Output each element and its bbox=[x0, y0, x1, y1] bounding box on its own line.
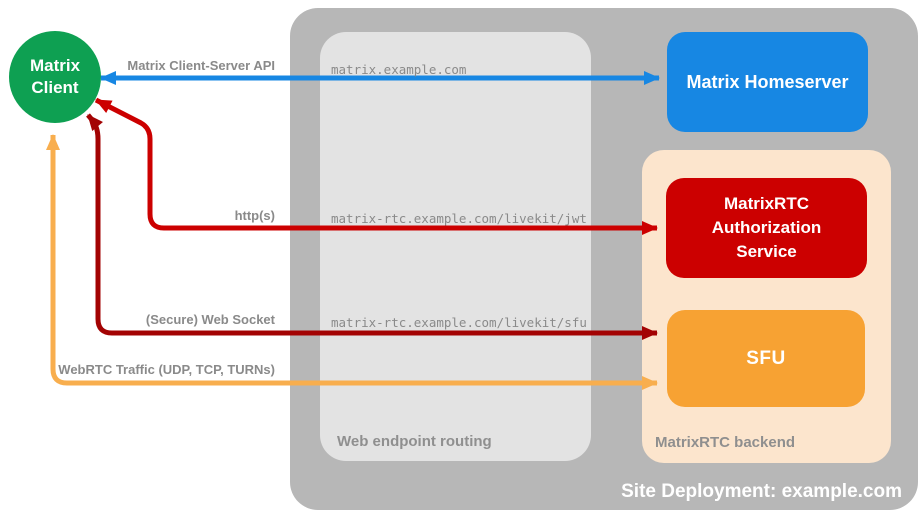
endpoint-url-homeserver: matrix.example.com bbox=[331, 62, 467, 77]
sfu-label: SFU bbox=[746, 347, 786, 369]
connection-label-webrtc-traffic: WebRTC Traffic (UDP, TCP, TURNs) bbox=[58, 362, 275, 377]
web-endpoint-routing-panel: Web endpoint routing bbox=[320, 32, 591, 461]
matrix-client-label: Matrix Client bbox=[29, 55, 81, 97]
endpoint-url-livekit-jwt: matrix-rtc.example.com/livekit/jwt bbox=[331, 211, 587, 226]
matrixrtc-auth-service-node: MatrixRTC Authorization Service bbox=[666, 178, 867, 278]
matrixrtc-backend-label: MatrixRTC backend bbox=[655, 434, 796, 451]
connection-label-client-server-api: Matrix Client-Server API bbox=[127, 58, 275, 73]
connection-label-websocket: (Secure) Web Socket bbox=[145, 312, 275, 327]
sfu-node: SFU bbox=[667, 310, 865, 407]
endpoint-url-livekit-sfu: matrix-rtc.example.com/livekit/sfu bbox=[331, 315, 587, 330]
matrix-homeserver-node: Matrix Homeserver bbox=[667, 32, 868, 132]
site-deployment-label: Site Deployment: example.com bbox=[621, 481, 902, 502]
web-endpoint-routing-label: Web endpoint routing bbox=[337, 433, 492, 450]
matrixrtc-auth-service-label: MatrixRTC Authorization Service bbox=[711, 194, 822, 261]
matrix-client-node: Matrix Client bbox=[9, 31, 101, 123]
matrix-homeserver-label: Matrix Homeserver bbox=[686, 71, 849, 92]
connection-label-https: http(s) bbox=[234, 208, 275, 223]
